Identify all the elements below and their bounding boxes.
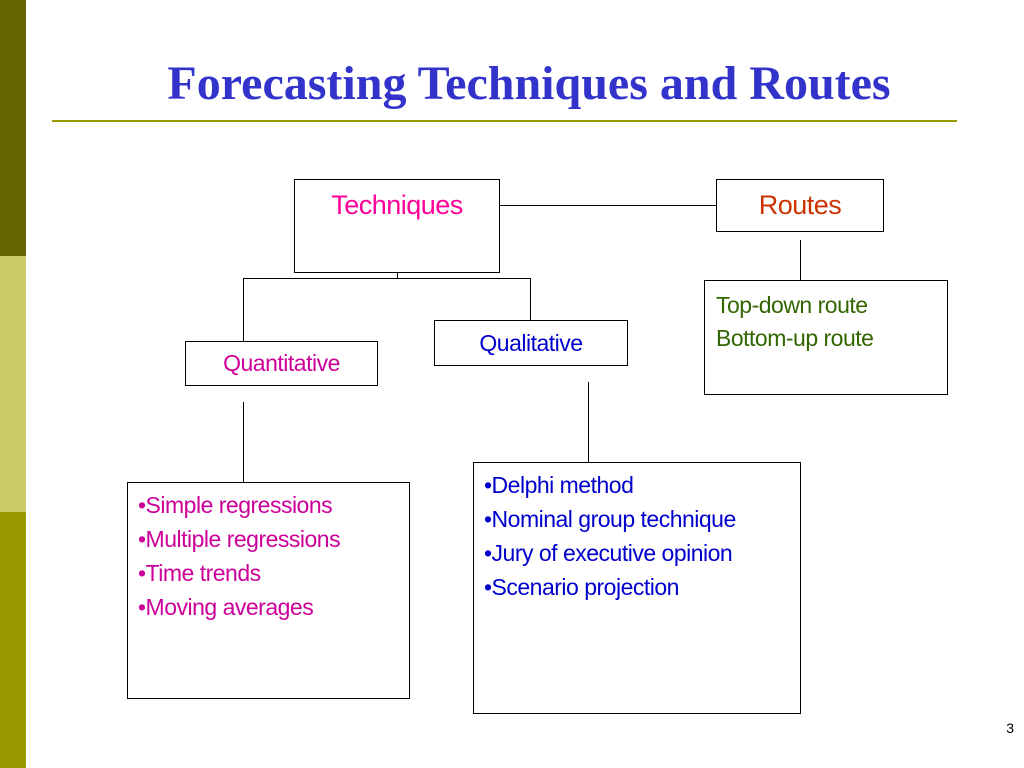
title-divider bbox=[52, 120, 957, 122]
list-item: •Scenario projection bbox=[484, 574, 679, 600]
list-item: Bottom-up route bbox=[716, 325, 874, 351]
list-item: •Jury of executive opinion bbox=[484, 540, 733, 566]
list-item: •Moving averages bbox=[138, 594, 314, 620]
connector-routes-down bbox=[800, 240, 801, 280]
routes-node: Routes bbox=[716, 179, 884, 232]
connector-qualitative-down bbox=[588, 382, 589, 462]
qualitative-label: Qualitative bbox=[479, 330, 583, 356]
list-item: •Nominal group technique bbox=[484, 506, 736, 532]
connector-techniques-routes bbox=[499, 205, 717, 206]
list-item: •Time trends bbox=[138, 560, 261, 586]
techniques-node: Techniques bbox=[294, 179, 500, 273]
techniques-label: Techniques bbox=[331, 190, 463, 220]
connector-branch-horizontal bbox=[243, 278, 531, 279]
connector-to-qualitative bbox=[530, 278, 531, 320]
connector-to-quantitative bbox=[243, 278, 244, 342]
connector-quantitative-down bbox=[243, 402, 244, 482]
routes-label: Routes bbox=[758, 190, 842, 220]
list-item: •Simple regressions bbox=[138, 492, 333, 518]
left-band-top bbox=[0, 0, 26, 256]
list-item: •Delphi method bbox=[484, 472, 634, 498]
page-number: 3 bbox=[1006, 720, 1014, 736]
quantitative-methods-list: •Simple regressions •Multiple regressions… bbox=[138, 488, 403, 624]
qualitative-methods-list: •Delphi method •Nominal group technique •J… bbox=[484, 468, 760, 604]
qualitative-methods-box: •Delphi method •Nominal group technique •J… bbox=[473, 462, 801, 714]
list-item: •Multiple regressions bbox=[138, 526, 341, 552]
quantitative-methods-box: •Simple regressions •Multiple regressions… bbox=[127, 482, 410, 699]
quantitative-node: Quantitative bbox=[185, 341, 378, 386]
list-item: Top-down route bbox=[716, 292, 868, 318]
qualitative-node: Qualitative bbox=[434, 320, 628, 366]
left-band-middle bbox=[0, 256, 26, 512]
slide-title: Forecasting Techniques and Routes bbox=[167, 57, 891, 110]
left-band-bottom bbox=[0, 512, 26, 768]
quantitative-label: Quantitative bbox=[223, 350, 340, 376]
